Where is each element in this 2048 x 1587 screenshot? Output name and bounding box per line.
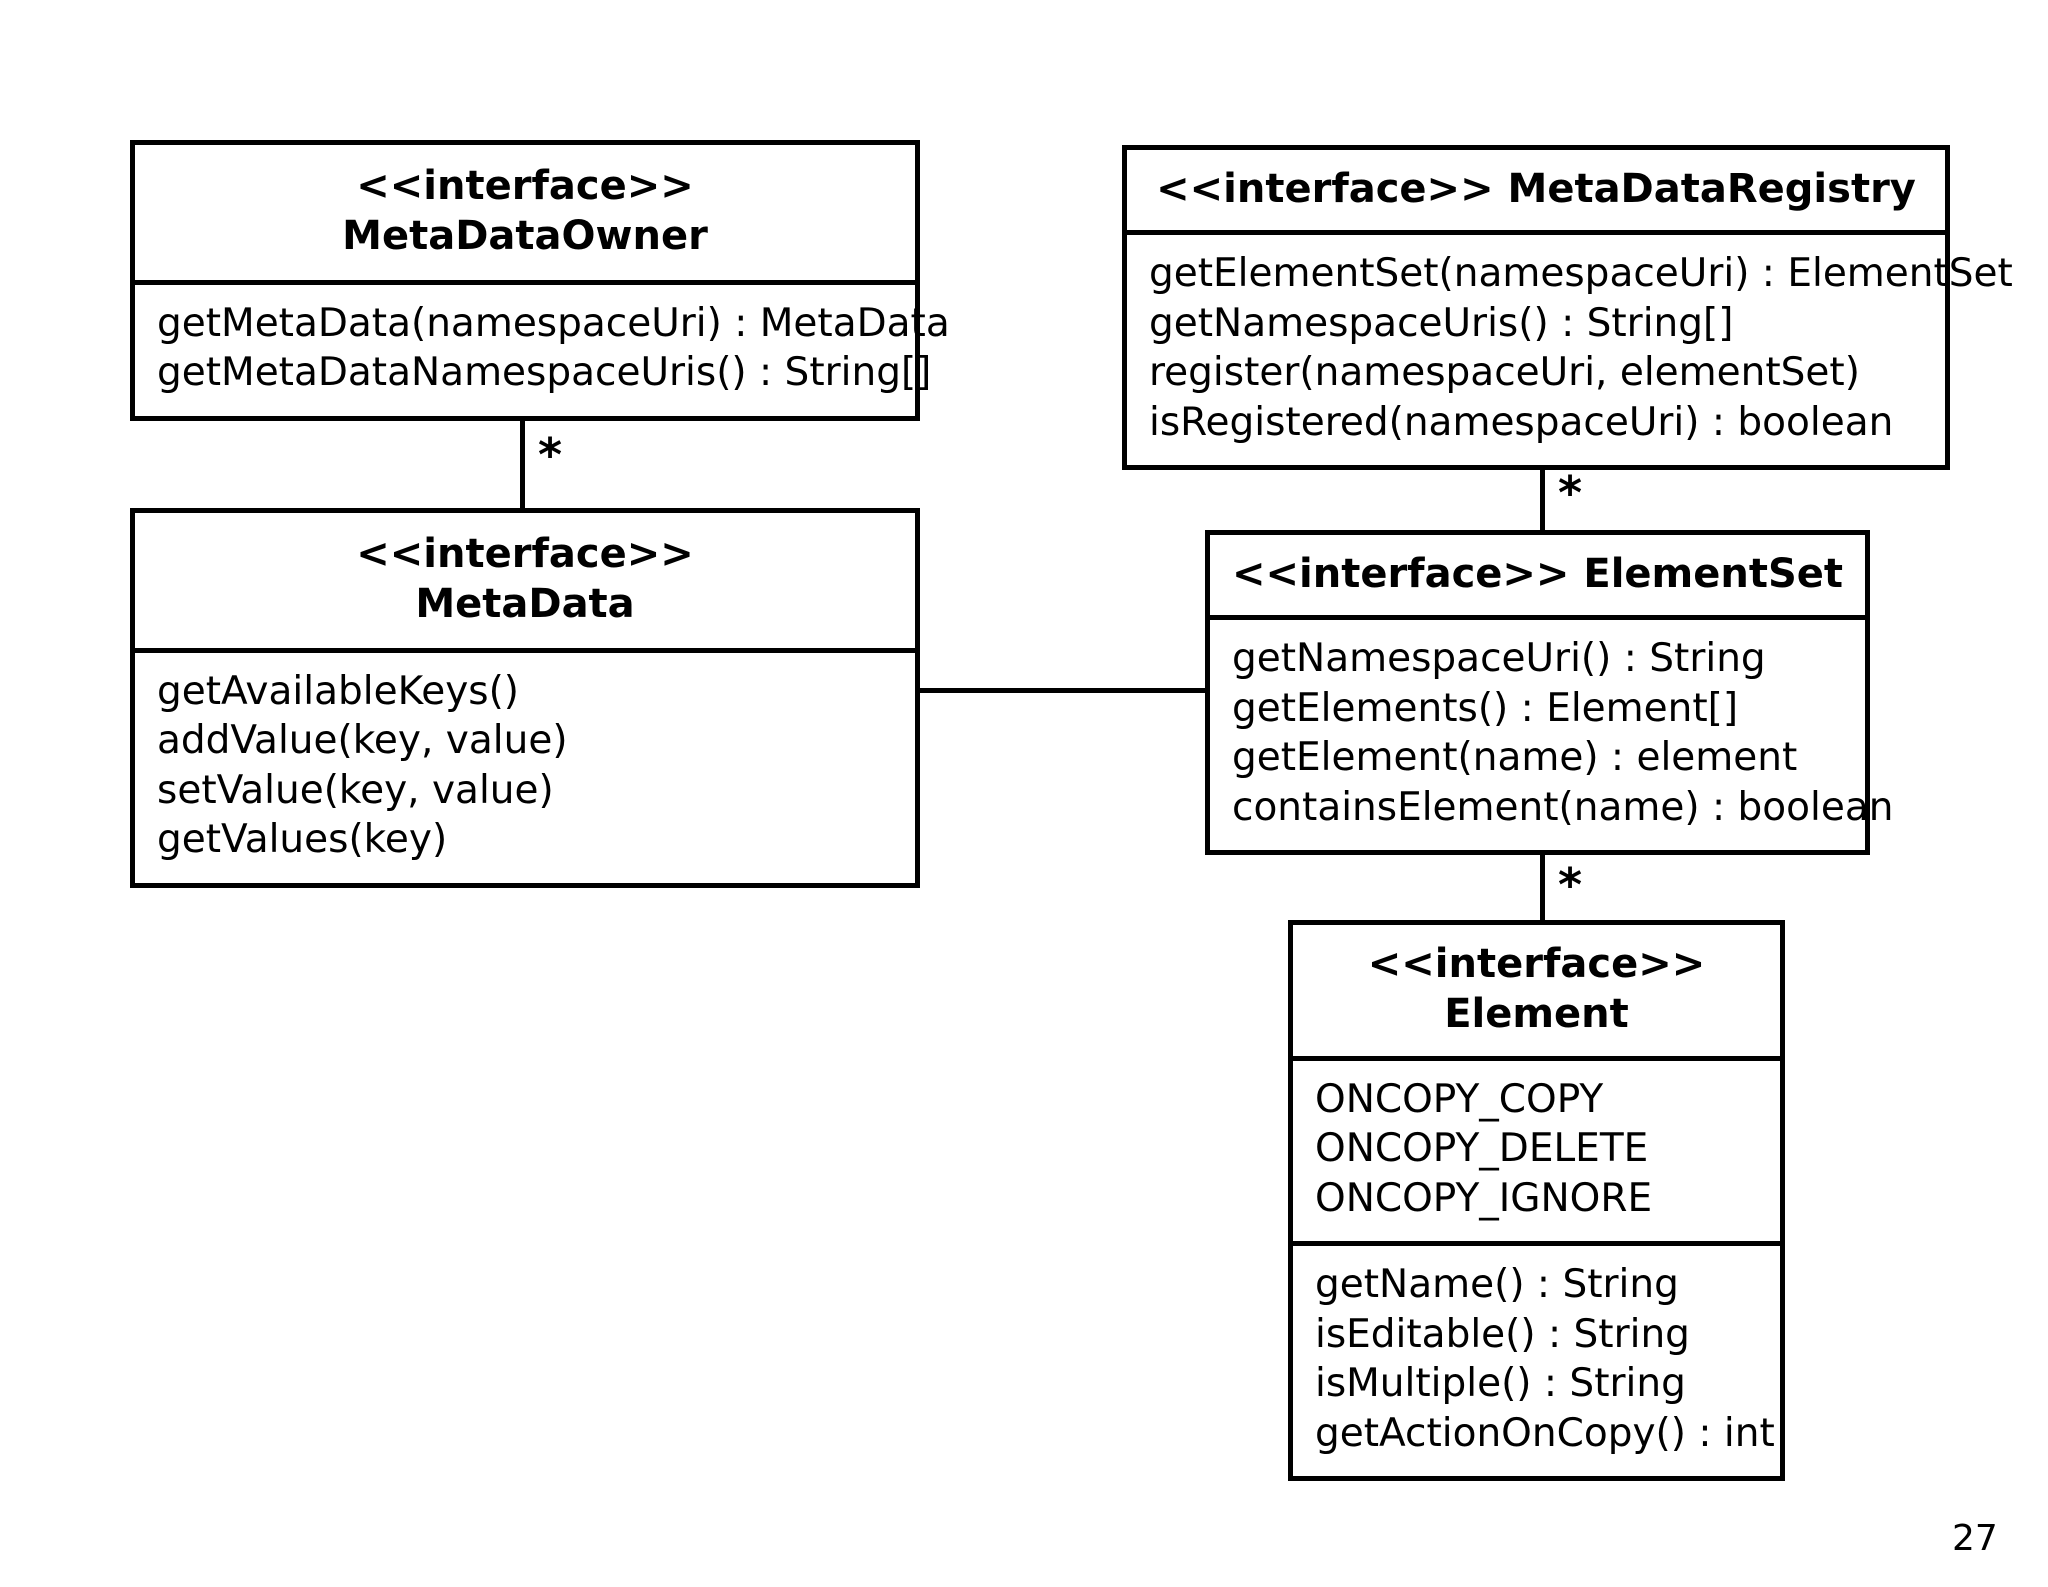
class-header-metadata: <<interface>> MetaData: [135, 513, 915, 653]
method-line: isEditable() : String: [1315, 1311, 1690, 1357]
method-line: isMultiple() : String: [1315, 1361, 1686, 1407]
attribute-line: ONCOPY_IGNORE: [1315, 1175, 1653, 1221]
class-box-metadataregistry[interactable]: <<interface>> MetaDataRegistry getElemen…: [1122, 145, 2013, 471]
method-line: register(namespaceUri, elementSet): [1149, 350, 1860, 396]
method-line: getNamespaceUri() : String: [1232, 636, 1766, 682]
association-line-registry-elementset: [1540, 442, 1545, 534]
class-methods-metadata: getAvailableKeys() addValue(key, value) …: [135, 653, 915, 883]
method-line: setValue(key, value): [157, 767, 554, 813]
method-line: addValue(key, value): [157, 718, 568, 764]
attribute-line: ONCOPY_DELETE: [1315, 1126, 1649, 1172]
multiplicity-elementset-element: *: [1558, 858, 1583, 912]
method-line: getAvailableKeys(): [157, 668, 520, 714]
class-methods-element: getName() : String isEditable() : String…: [1293, 1246, 1780, 1476]
class-attributes-element: ONCOPY_COPY ONCOPY_DELETE ONCOPY_IGNORE: [1293, 1061, 1780, 1247]
class-methods-elementset: getNamespaceUri() : String getElements()…: [1210, 620, 1894, 850]
method-line: getElementSet(namespaceUri) : ElementSet: [1149, 251, 2013, 297]
method-line: getNamespaceUris() : String[]: [1149, 300, 1734, 346]
association-line-metadata-elementset: [905, 688, 1210, 693]
class-box-metadata[interactable]: <<interface>> MetaData getAvailableKeys(…: [130, 508, 920, 888]
method-line: getElement(name) : element: [1232, 735, 1798, 781]
class-header-metadataregistry: <<interface>> MetaDataRegistry: [1127, 150, 1945, 236]
method-line: getMetaDataNamespaceUris() : String[]: [157, 350, 932, 396]
method-line: getValues(key): [157, 817, 448, 863]
method-line: getElements() : Element[]: [1232, 685, 1739, 731]
method-line: containsElement(name) : boolean: [1232, 784, 1894, 830]
method-line: getActionOnCopy() : int: [1315, 1410, 1775, 1456]
association-line-owner-metadata: [520, 395, 525, 515]
method-line: getName() : String: [1315, 1262, 1679, 1308]
method-line: isRegistered(namespaceUri) : boolean: [1149, 399, 1894, 445]
class-header-element: <<interface>> Element: [1293, 925, 1780, 1061]
class-box-element[interactable]: <<interface>> Element ONCOPY_COPY ONCOPY…: [1288, 920, 1785, 1482]
attribute-line: ONCOPY_COPY: [1315, 1076, 1604, 1122]
association-line-elementset-element: [1540, 832, 1545, 924]
class-box-metadataowner[interactable]: <<interface>> MetaDataOwner getMetaData(…: [130, 140, 950, 421]
multiplicity-owner-metadata: *: [538, 428, 563, 482]
class-methods-metadataowner: getMetaData(namespaceUri) : MetaData get…: [135, 285, 950, 416]
method-line: getMetaData(namespaceUri) : MetaData: [157, 300, 950, 346]
class-header-metadataowner: <<interface>> MetaDataOwner: [135, 145, 915, 285]
class-methods-metadataregistry: getElementSet(namespaceUri) : ElementSet…: [1127, 235, 2013, 465]
class-box-elementset[interactable]: <<interface>> ElementSet getNamespaceUri…: [1205, 530, 1894, 856]
multiplicity-registry-elementset: *: [1558, 466, 1583, 520]
page-number: 27: [1952, 1518, 1998, 1559]
class-header-elementset: <<interface>> ElementSet: [1210, 535, 1865, 621]
